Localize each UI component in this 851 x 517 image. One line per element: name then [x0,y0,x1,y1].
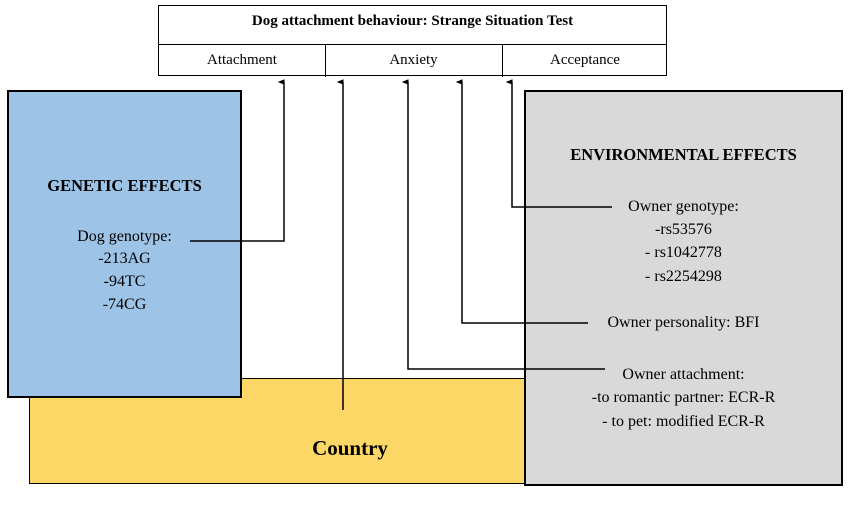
owner-genotype-item: - rs2254298 [645,268,722,285]
dog-genotype-item: -94TC [103,273,146,290]
owner-genotype-item: - rs1042778 [645,244,722,261]
environmental-effects-title: ENVIRONMENTAL EFFECTS [570,145,797,164]
outcome-separator [325,44,326,77]
outcome-divider [159,44,666,45]
outcome-acceptance: Acceptance [550,52,620,68]
owner-personality-label: Owner personality: BFI [607,314,760,331]
country-label: Country [312,436,388,460]
dog-genotype-label: Dog genotype: [77,228,172,245]
owner-attachment-item: -to romantic partner: ECR-R [591,389,776,406]
dog-genotype-item: -74CG [102,296,147,313]
outcome-separator [502,44,503,77]
dog-genotype-item: -213AG [98,250,151,267]
outcome-title: Dog attachment behaviour: Strange Situat… [251,13,574,29]
owner-genotype-label: Owner genotype: [628,198,739,215]
outcome-attachment: Attachment [207,52,277,68]
owner-attachment-item: - to pet: modified ECR-R [602,413,765,430]
outcome-box: Dog attachment behaviour: Strange Situat… [158,5,667,77]
genetic-effects-title: GENETIC EFFECTS [47,176,202,195]
owner-attachment-label: Owner attachment: [622,366,745,383]
owner-genotype-item: -rs53576 [655,221,712,238]
outcome-anxiety: Anxiety [389,52,438,68]
